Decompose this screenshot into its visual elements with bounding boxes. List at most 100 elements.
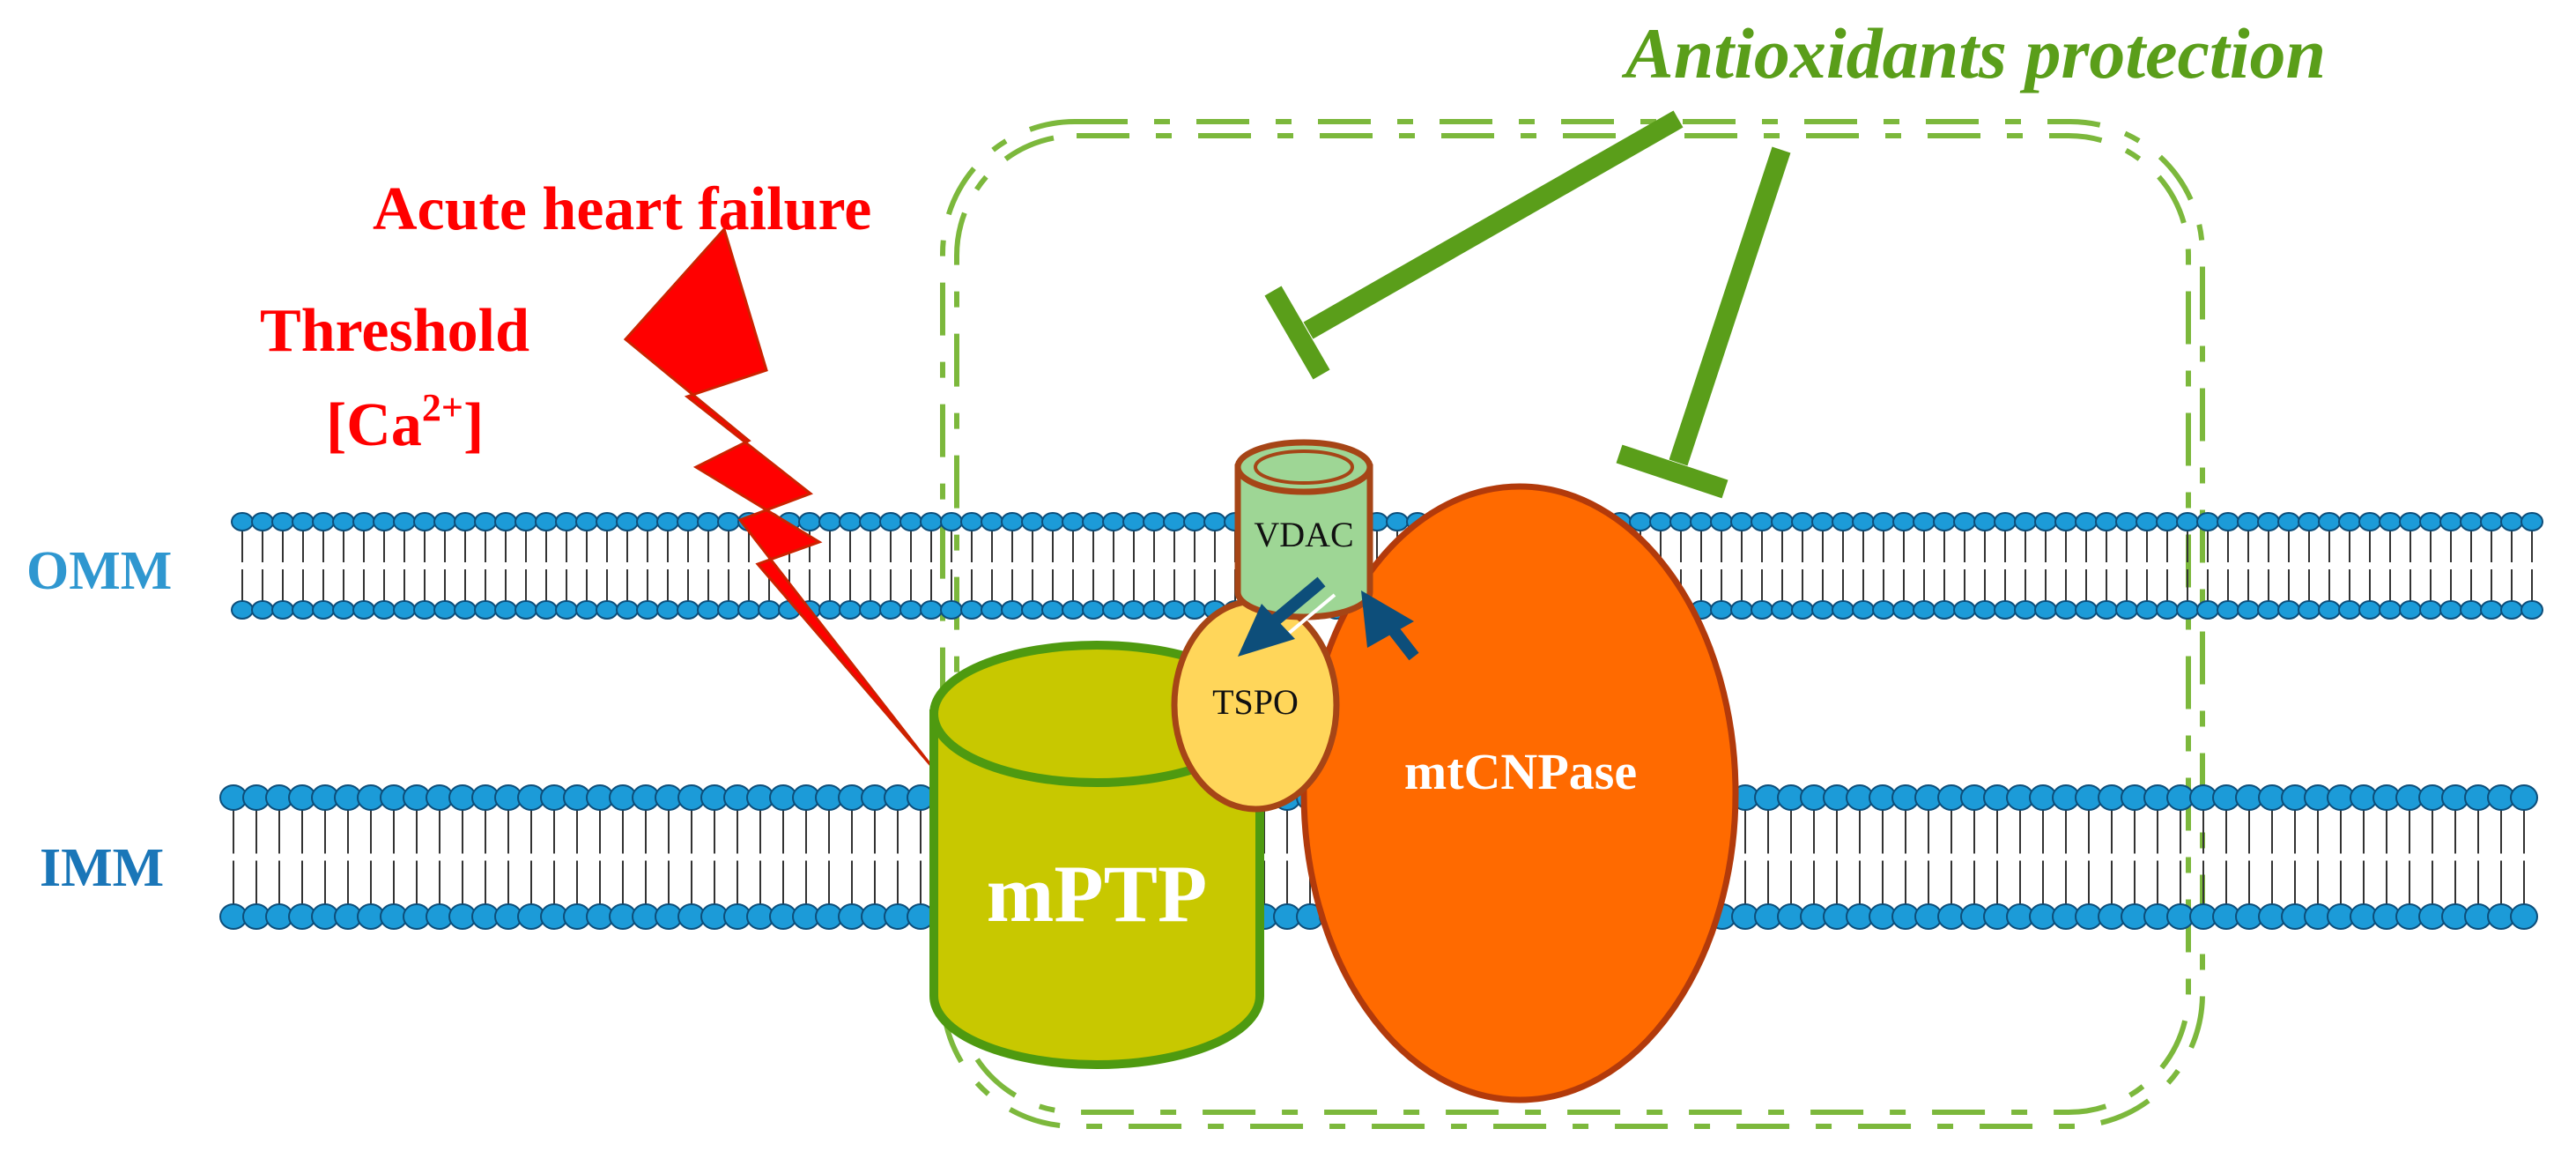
lipid-head — [596, 600, 618, 620]
lipid-head — [1933, 512, 1956, 531]
lipid-head — [1852, 512, 1875, 531]
lipid-head — [899, 512, 922, 531]
lipid-head — [1994, 512, 2017, 531]
lipid-head — [413, 512, 436, 531]
lipid-head — [1933, 600, 1956, 620]
lipid-head — [859, 600, 882, 620]
lipid-head — [1203, 512, 1226, 531]
lipid-head — [494, 512, 517, 531]
lipid-head — [859, 512, 882, 531]
lipid-head — [899, 600, 922, 620]
lipid-head — [1669, 512, 1692, 531]
lipid-head — [839, 600, 862, 620]
lipid-head — [697, 512, 720, 531]
lipid-head — [818, 600, 841, 620]
lipid-head — [1122, 512, 1145, 531]
lipid-head — [1082, 600, 1105, 620]
lipid-head — [2419, 512, 2442, 531]
lipid-head — [677, 600, 700, 620]
lipid-head — [2196, 600, 2219, 620]
lipid-head — [2237, 512, 2260, 531]
inhibition-vdac — [1264, 110, 1684, 380]
lipid-head — [2277, 600, 2300, 620]
lipid-head — [2054, 600, 2077, 620]
lipid-head — [393, 512, 416, 531]
lipid-head — [575, 600, 598, 620]
lipid-head — [373, 600, 396, 620]
lipid-head — [1913, 512, 1936, 531]
lipid-head — [2379, 600, 2402, 620]
lipid-head — [1791, 600, 1814, 620]
lipid-head — [1791, 512, 1814, 531]
lipid-head — [2277, 512, 2300, 531]
lipid-head — [1062, 512, 1084, 531]
lipid-head — [1163, 600, 1186, 620]
lipid-head — [332, 512, 355, 531]
lipid-head — [1163, 512, 1186, 531]
lipid-head — [1973, 512, 1996, 531]
acute-heart-failure-label: Acute heart failure — [373, 175, 871, 243]
lipid-head — [2480, 512, 2503, 531]
calcium-superscript: 2+ — [422, 386, 463, 429]
lipid-head — [393, 600, 416, 620]
lipid-head — [616, 512, 639, 531]
lipid-head — [2338, 512, 2361, 531]
lipid-head — [535, 512, 558, 531]
lipid-head — [2318, 600, 2341, 620]
lipid-head — [454, 600, 477, 620]
lipid-head — [656, 512, 679, 531]
lipid-head — [2075, 512, 2098, 531]
lipid-head — [656, 600, 679, 620]
lipid-head — [2176, 600, 2199, 620]
lipid-head — [433, 512, 456, 531]
lipid-head — [2460, 600, 2483, 620]
lipid-head — [981, 512, 1003, 531]
lipid-head — [1994, 600, 2017, 620]
lipid-head — [332, 600, 355, 620]
lipid-head — [474, 600, 497, 620]
lipid-head — [555, 600, 578, 620]
lipid-head — [2298, 600, 2321, 620]
lipid-head — [1913, 600, 1936, 620]
lipid-head — [535, 600, 558, 620]
lipid-head — [271, 512, 294, 531]
lipid-head — [1183, 600, 1206, 620]
lipid-head — [1386, 512, 1409, 531]
lipid-head — [1751, 600, 1773, 620]
lipid-head — [1710, 512, 1733, 531]
lipid-head — [2034, 512, 2057, 531]
lipid-head — [1183, 512, 1206, 531]
lipid-head — [940, 600, 963, 620]
vdac-channel — [1234, 439, 1373, 620]
lipid-head — [2510, 903, 2538, 930]
lipid-head — [352, 600, 375, 620]
lipid-head — [1892, 600, 1915, 620]
lipid-head — [1001, 512, 1024, 531]
lipid-head — [981, 600, 1003, 620]
lipid-head — [2419, 600, 2442, 620]
lipid-head — [2257, 600, 2280, 620]
lipid-head — [636, 512, 659, 531]
lipid-head — [2217, 600, 2239, 620]
lipid-head — [1062, 600, 1084, 620]
lipid-head — [2156, 512, 2179, 531]
lipid-head — [2318, 512, 2341, 531]
lipid-head — [1872, 600, 1895, 620]
lipid-head — [2237, 600, 2260, 620]
lipid-head — [312, 512, 335, 531]
lipid-head — [1122, 600, 1145, 620]
lipid-head — [1629, 512, 1652, 531]
lipid-head — [717, 512, 740, 531]
imm-label: IMM — [40, 838, 164, 898]
lipid-head — [2500, 600, 2523, 620]
lipid-head — [514, 600, 537, 620]
lipid-head — [575, 512, 598, 531]
lipid-head — [2196, 512, 2219, 531]
lipid-head — [1730, 512, 1753, 531]
lipid-head — [474, 512, 497, 531]
lipid-head — [677, 512, 700, 531]
lipid-head — [251, 512, 274, 531]
lipid-head — [1041, 600, 1064, 620]
lipid-head — [2439, 600, 2462, 620]
lipid-head — [1102, 512, 1125, 531]
